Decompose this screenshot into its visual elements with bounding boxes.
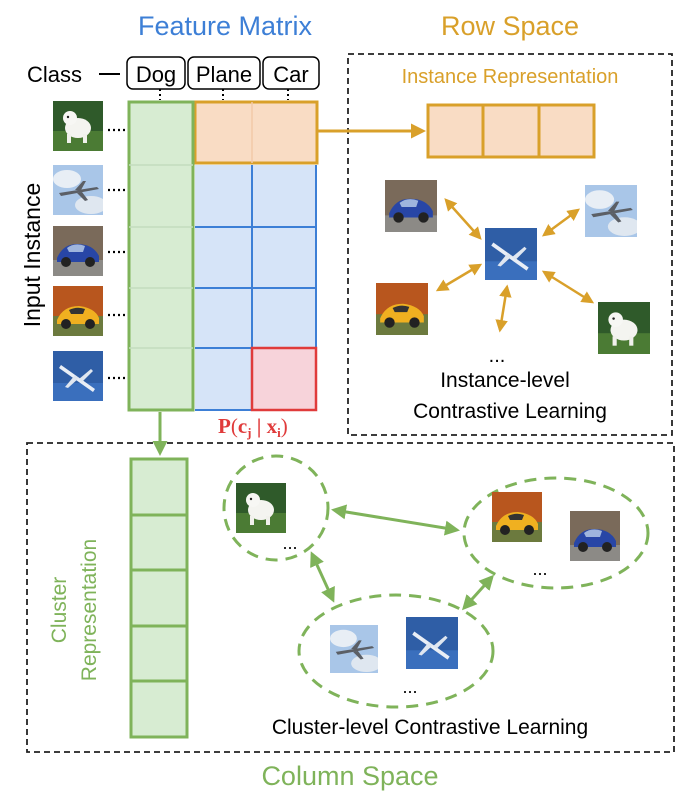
svg-text:Cluster: Cluster bbox=[48, 577, 71, 644]
pos-plane-image bbox=[585, 185, 637, 237]
input-instance-label: Input Instance bbox=[19, 183, 45, 328]
input-image-car-orange bbox=[53, 286, 103, 336]
cluster-dog bbox=[222, 454, 330, 562]
class-box-dog bbox=[126, 56, 186, 90]
probability-label: P(cj | xi) bbox=[218, 414, 288, 440]
neg-dog-image bbox=[598, 302, 650, 354]
class-label: Class bbox=[27, 62, 82, 87]
cluster-plane-ellipsis: ... bbox=[402, 677, 417, 697]
row-space-title: Row Space bbox=[441, 11, 579, 41]
input-image-plane-2 bbox=[53, 351, 103, 401]
anchor-plane-image bbox=[485, 228, 537, 280]
input-image-plane bbox=[53, 165, 103, 215]
neg-car-orange-image bbox=[376, 283, 428, 335]
cluster-plane bbox=[297, 593, 495, 709]
feature-matrix-title: Feature Matrix bbox=[138, 11, 313, 41]
instance-representation-vector bbox=[426, 103, 596, 159]
instance-ellipsis: ... bbox=[489, 345, 506, 367]
instance-level-title-line1: Instance-level bbox=[440, 369, 570, 392]
cluster-dog-ellipsis: ... bbox=[282, 533, 297, 553]
cluster-images bbox=[236, 483, 620, 673]
class-plane: Plane bbox=[196, 62, 252, 87]
column-space-box bbox=[26, 442, 675, 753]
cluster-ellipses bbox=[222, 454, 650, 709]
instance-connectors bbox=[108, 128, 127, 380]
class-dog: Dog bbox=[136, 62, 176, 87]
class-car: Car bbox=[273, 62, 308, 87]
feature-matrix bbox=[127, 100, 319, 412]
cluster-contrast-arrows bbox=[310, 504, 495, 611]
matrix-row-highlight bbox=[193, 100, 319, 165]
column-space-title: Column Space bbox=[261, 761, 438, 791]
row-space-box bbox=[347, 53, 673, 436]
matrix-highlight-cell bbox=[250, 346, 318, 412]
neg-car-blue-image bbox=[385, 180, 437, 232]
instance-representation-label: Instance Representation bbox=[402, 66, 619, 88]
input-image-car-blue bbox=[53, 226, 103, 276]
cluster-car bbox=[462, 476, 650, 590]
instance-contrast-images bbox=[376, 180, 650, 354]
cluster-level-title: Cluster-level Contrastive Learning bbox=[272, 716, 588, 739]
cluster-representation-vector bbox=[129, 457, 189, 739]
cluster-car-ellipsis: ... bbox=[532, 559, 547, 579]
matrix-column-highlight bbox=[127, 100, 195, 412]
input-image-dog bbox=[53, 101, 103, 151]
instance-contrast-arrows bbox=[435, 198, 595, 333]
cluster-representation-label: Cluster Representation bbox=[48, 539, 101, 681]
svg-text:Representation: Representation bbox=[78, 539, 101, 681]
class-box-car bbox=[262, 56, 320, 90]
instance-level-title-line2: Contrastive Learning bbox=[413, 400, 607, 423]
